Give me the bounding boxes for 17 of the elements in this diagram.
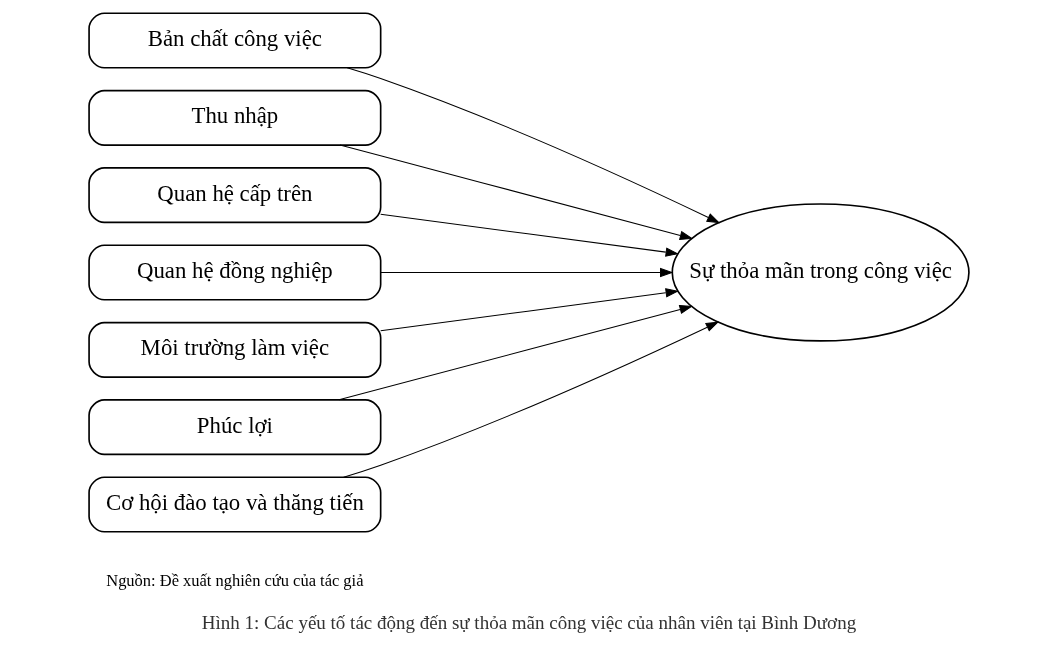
node-box: Cơ hội đào tạo và thăng tiến (88, 476, 382, 533)
node-box: Phúc lợi (88, 399, 382, 456)
arrow (380, 267, 674, 278)
arrow (343, 321, 720, 478)
arrow (338, 304, 693, 401)
node-box: Môi trường làm việc (88, 321, 382, 378)
node-box: Quan hệ cấp trên (88, 167, 382, 224)
node-box: Thu nhập (88, 89, 382, 146)
label: Nguồn: Đề xuất nghiên cứu của tác giả (106, 571, 364, 591)
arrow (339, 144, 694, 240)
arrow (380, 288, 680, 332)
arrow (380, 213, 680, 257)
node-box: Quan hệ đồng nghiệp (88, 244, 382, 301)
node-ellipse: Sự thỏa mãn trong công việc (671, 203, 970, 342)
arrow (346, 67, 721, 224)
caption: Hình 1: Các yếu tố tác động đến sự thỏa mãn công việc của nhân viên tại Bình Dương (201, 612, 857, 634)
node-box: Bản chất công việc (88, 12, 382, 69)
